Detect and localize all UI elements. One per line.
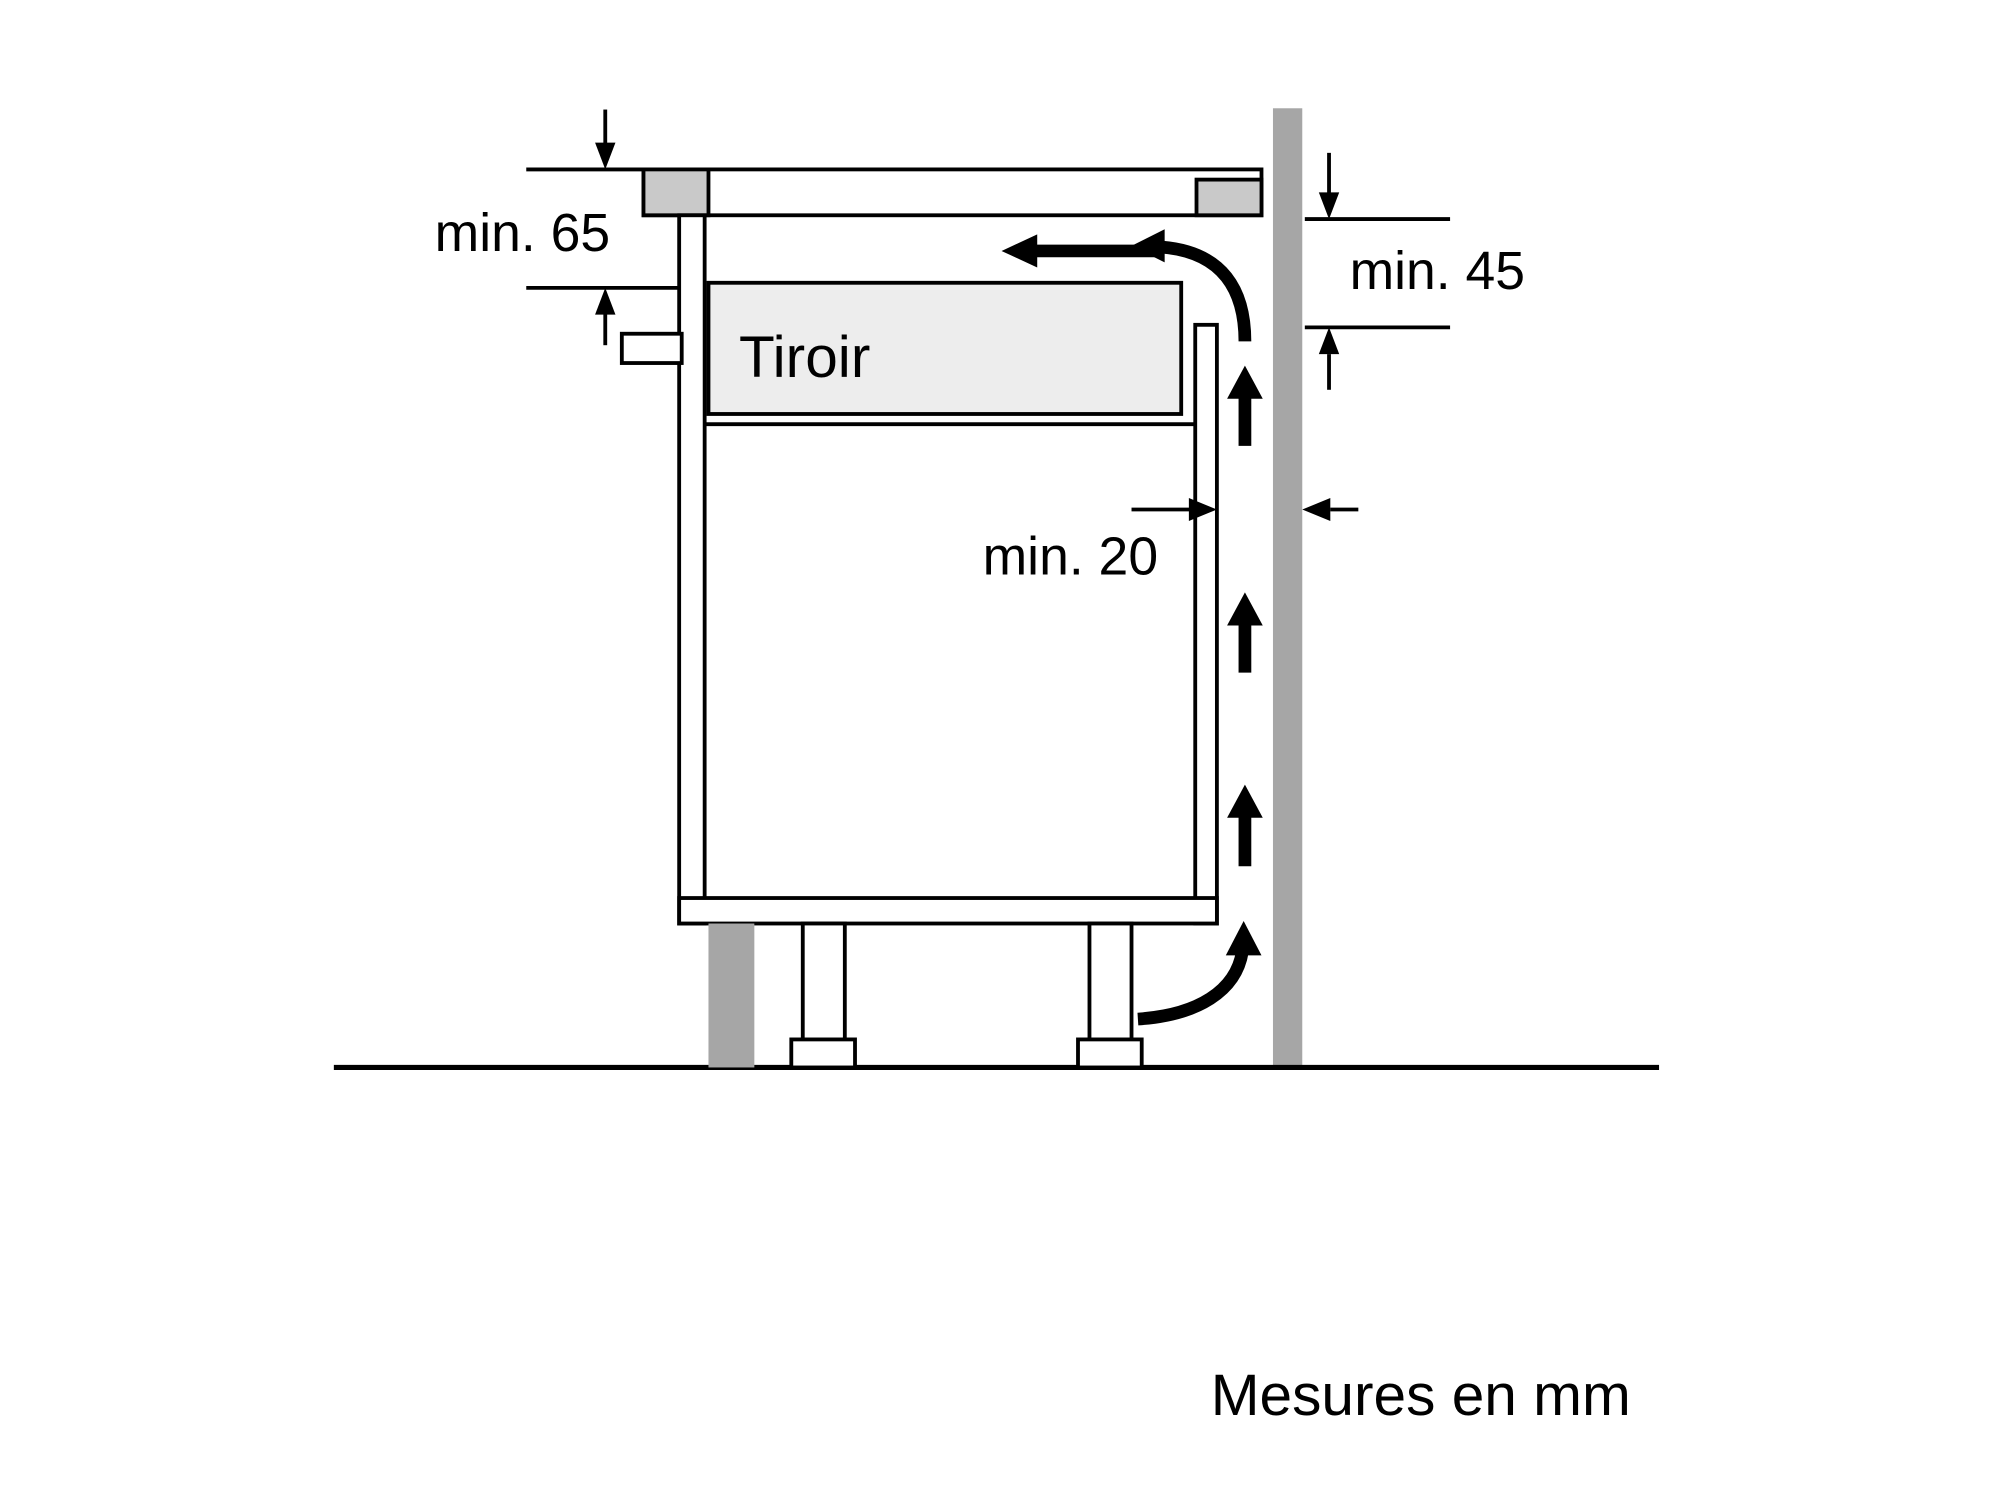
cabinet-back-panel — [1193, 322, 1219, 926]
cabinet-bottom-panel — [677, 896, 1219, 926]
dimension-min45: min. 45 — [1304, 152, 1525, 390]
junction-box — [619, 331, 684, 365]
dimension-min20: min. 20 — [983, 498, 1359, 586]
drawer-box — [706, 280, 1184, 416]
min45-label: min. 45 — [1350, 242, 1525, 301]
units-note: Mesures en mm — [1211, 1363, 1631, 1428]
base — [708, 921, 1144, 1070]
airflow-arrow-up-1-head-icon — [1227, 365, 1263, 399]
airflow-arrow-up-2-head-icon — [1227, 592, 1263, 626]
min20-label: min. 20 — [983, 527, 1158, 586]
airflow-arrow-up-3-head-icon — [1227, 784, 1263, 818]
leg-front-foot — [789, 1037, 857, 1070]
min65-arrow-down-head-icon — [595, 142, 616, 170]
wall — [1272, 108, 1303, 1068]
drawer: Tiroir — [706, 280, 1184, 416]
dimension-min65: min. 65 — [435, 109, 680, 346]
leg-back-shaft — [1087, 921, 1134, 1043]
min45-arrow-down-head-icon — [1318, 192, 1340, 220]
cabinet-left-panel — [677, 213, 707, 926]
drawer-label: Tiroir — [739, 325, 870, 390]
airflow-arrow-curve-bottom-icon — [1137, 950, 1249, 1026]
worktop-hob-assembly — [641, 167, 1264, 218]
cabinet — [619, 213, 1219, 926]
min65-label: min. 65 — [435, 204, 610, 263]
min20-arrow-left-head-icon — [1302, 498, 1331, 521]
airflow-arrow-curve-top-head-icon — [1131, 229, 1165, 263]
worktop-right-block — [1194, 177, 1264, 218]
min20-arrow-right-head-icon — [1188, 498, 1217, 521]
airflow-arrows — [1001, 229, 1263, 1026]
worktop-left-block — [641, 167, 711, 218]
leg-front-shaft — [800, 921, 847, 1043]
hob-surface — [641, 167, 1264, 218]
min45-arrow-up-head-icon — [1318, 327, 1340, 355]
leg-back-foot — [1076, 1037, 1144, 1070]
airflow-arrow-curve-bottom-head-icon — [1225, 920, 1262, 956]
min65-arrow-up-head-icon — [595, 287, 616, 315]
airflow-arrow-left-head-icon — [1001, 234, 1038, 268]
plinth — [708, 923, 755, 1068]
airflow-arrow-curve-top-icon — [1161, 240, 1252, 342]
